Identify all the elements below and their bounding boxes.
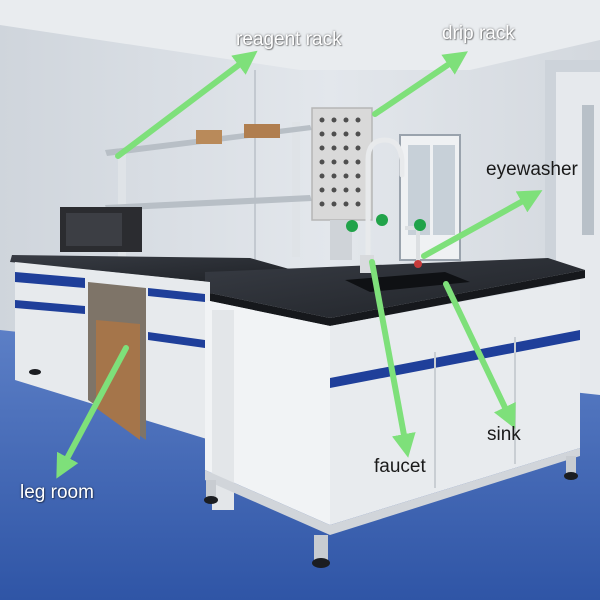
island-front-face (205, 300, 330, 525)
glass-pane-left (408, 145, 430, 235)
island-side-face (330, 280, 580, 525)
cardboard-box (96, 320, 140, 440)
eyewasher-valve (414, 219, 426, 231)
reagent-shelf-lower (105, 195, 312, 211)
reagent-box-1 (196, 130, 222, 144)
caster-left (204, 496, 218, 504)
caster-right (564, 472, 578, 480)
label-eyewasher: eyewasher (486, 159, 578, 180)
faucet-valve-left (376, 214, 388, 226)
label-drip-rack: drip rack (442, 23, 515, 44)
caster-front (312, 558, 330, 568)
arrow-reagent-rack (115, 50, 258, 159)
countertop-side-edge (330, 270, 585, 326)
drip-rack-stand (330, 220, 352, 260)
left-drawer-stripe-3 (148, 288, 205, 302)
leg-back-right (566, 456, 576, 476)
label-sink: sink (487, 424, 521, 445)
countertop-front-edge (205, 292, 330, 326)
base-frame-front (205, 470, 330, 535)
reagent-rack-post-left (118, 148, 126, 258)
label-leg-room: leg room (20, 482, 94, 503)
reagent-rack-post-right (292, 122, 300, 257)
caster-far-left (29, 369, 41, 375)
arrow-faucet (369, 259, 416, 458)
left-drawer-stripe-4 (148, 332, 205, 348)
glass-pane-right (433, 145, 455, 235)
island-end-panel (212, 310, 234, 510)
base-frame-side (330, 448, 580, 535)
reagent-box-2 (244, 124, 280, 138)
left-drawer-stripe-1 (15, 272, 85, 288)
drip-rack-pegs (319, 117, 361, 207)
door-window (582, 105, 594, 235)
arrow-sink (443, 281, 516, 429)
faucet-gooseneck (365, 137, 405, 273)
label-reagent-rack: reagent rack (236, 29, 342, 50)
oven-door (66, 213, 122, 246)
leg-front-left (206, 480, 216, 500)
arrow-leg-room (56, 345, 129, 479)
faucet-valve-right (346, 220, 358, 232)
arrow-drip-rack (372, 51, 468, 117)
label-faucet: faucet (374, 456, 426, 477)
eyewasher-nozzle (414, 260, 422, 268)
arrow-eyewasher (421, 190, 543, 259)
left-drawer-stripe-2 (15, 300, 85, 314)
leg-front-corner (314, 535, 328, 563)
